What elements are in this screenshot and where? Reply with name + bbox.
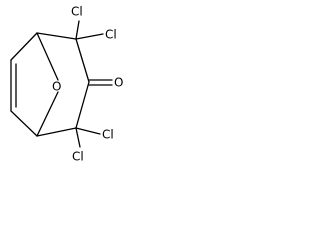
- carbonyl-oxygen-label: O: [114, 76, 123, 90]
- bond-c4-c5: [36, 127, 77, 137]
- chlorine-bottom-right-label: Cl: [102, 128, 114, 142]
- bond-c1-c2: [36, 32, 77, 40]
- bridge-oxygen-label: O: [52, 80, 61, 94]
- bond-c5-c6: [10, 110, 38, 137]
- bond-c4-chlorine-bottom-left: [75, 127, 81, 148]
- chlorine-top-left-label: Cl: [71, 5, 83, 19]
- bond-c4-chlorine-bottom-right: [75, 127, 101, 135]
- bond-c2-c3: [75, 38, 90, 83]
- chlorine-top-right-label: Cl: [105, 28, 117, 42]
- bond-c1-bridge-oxygen: [36, 32, 59, 81]
- chemical-structure-diagram: Cl Cl O O Cl Cl: [10, 5, 123, 164]
- bond-c3-c4: [75, 81, 90, 129]
- bond-c2-chlorine-top-left: [75, 20, 80, 40]
- chlorine-bottom-left-label: Cl: [72, 150, 84, 164]
- bond-c7-c1: [10, 32, 38, 61]
- bond-bridge-oxygen-c5: [36, 91, 59, 137]
- bond-c2-chlorine-top-right: [75, 33, 104, 40]
